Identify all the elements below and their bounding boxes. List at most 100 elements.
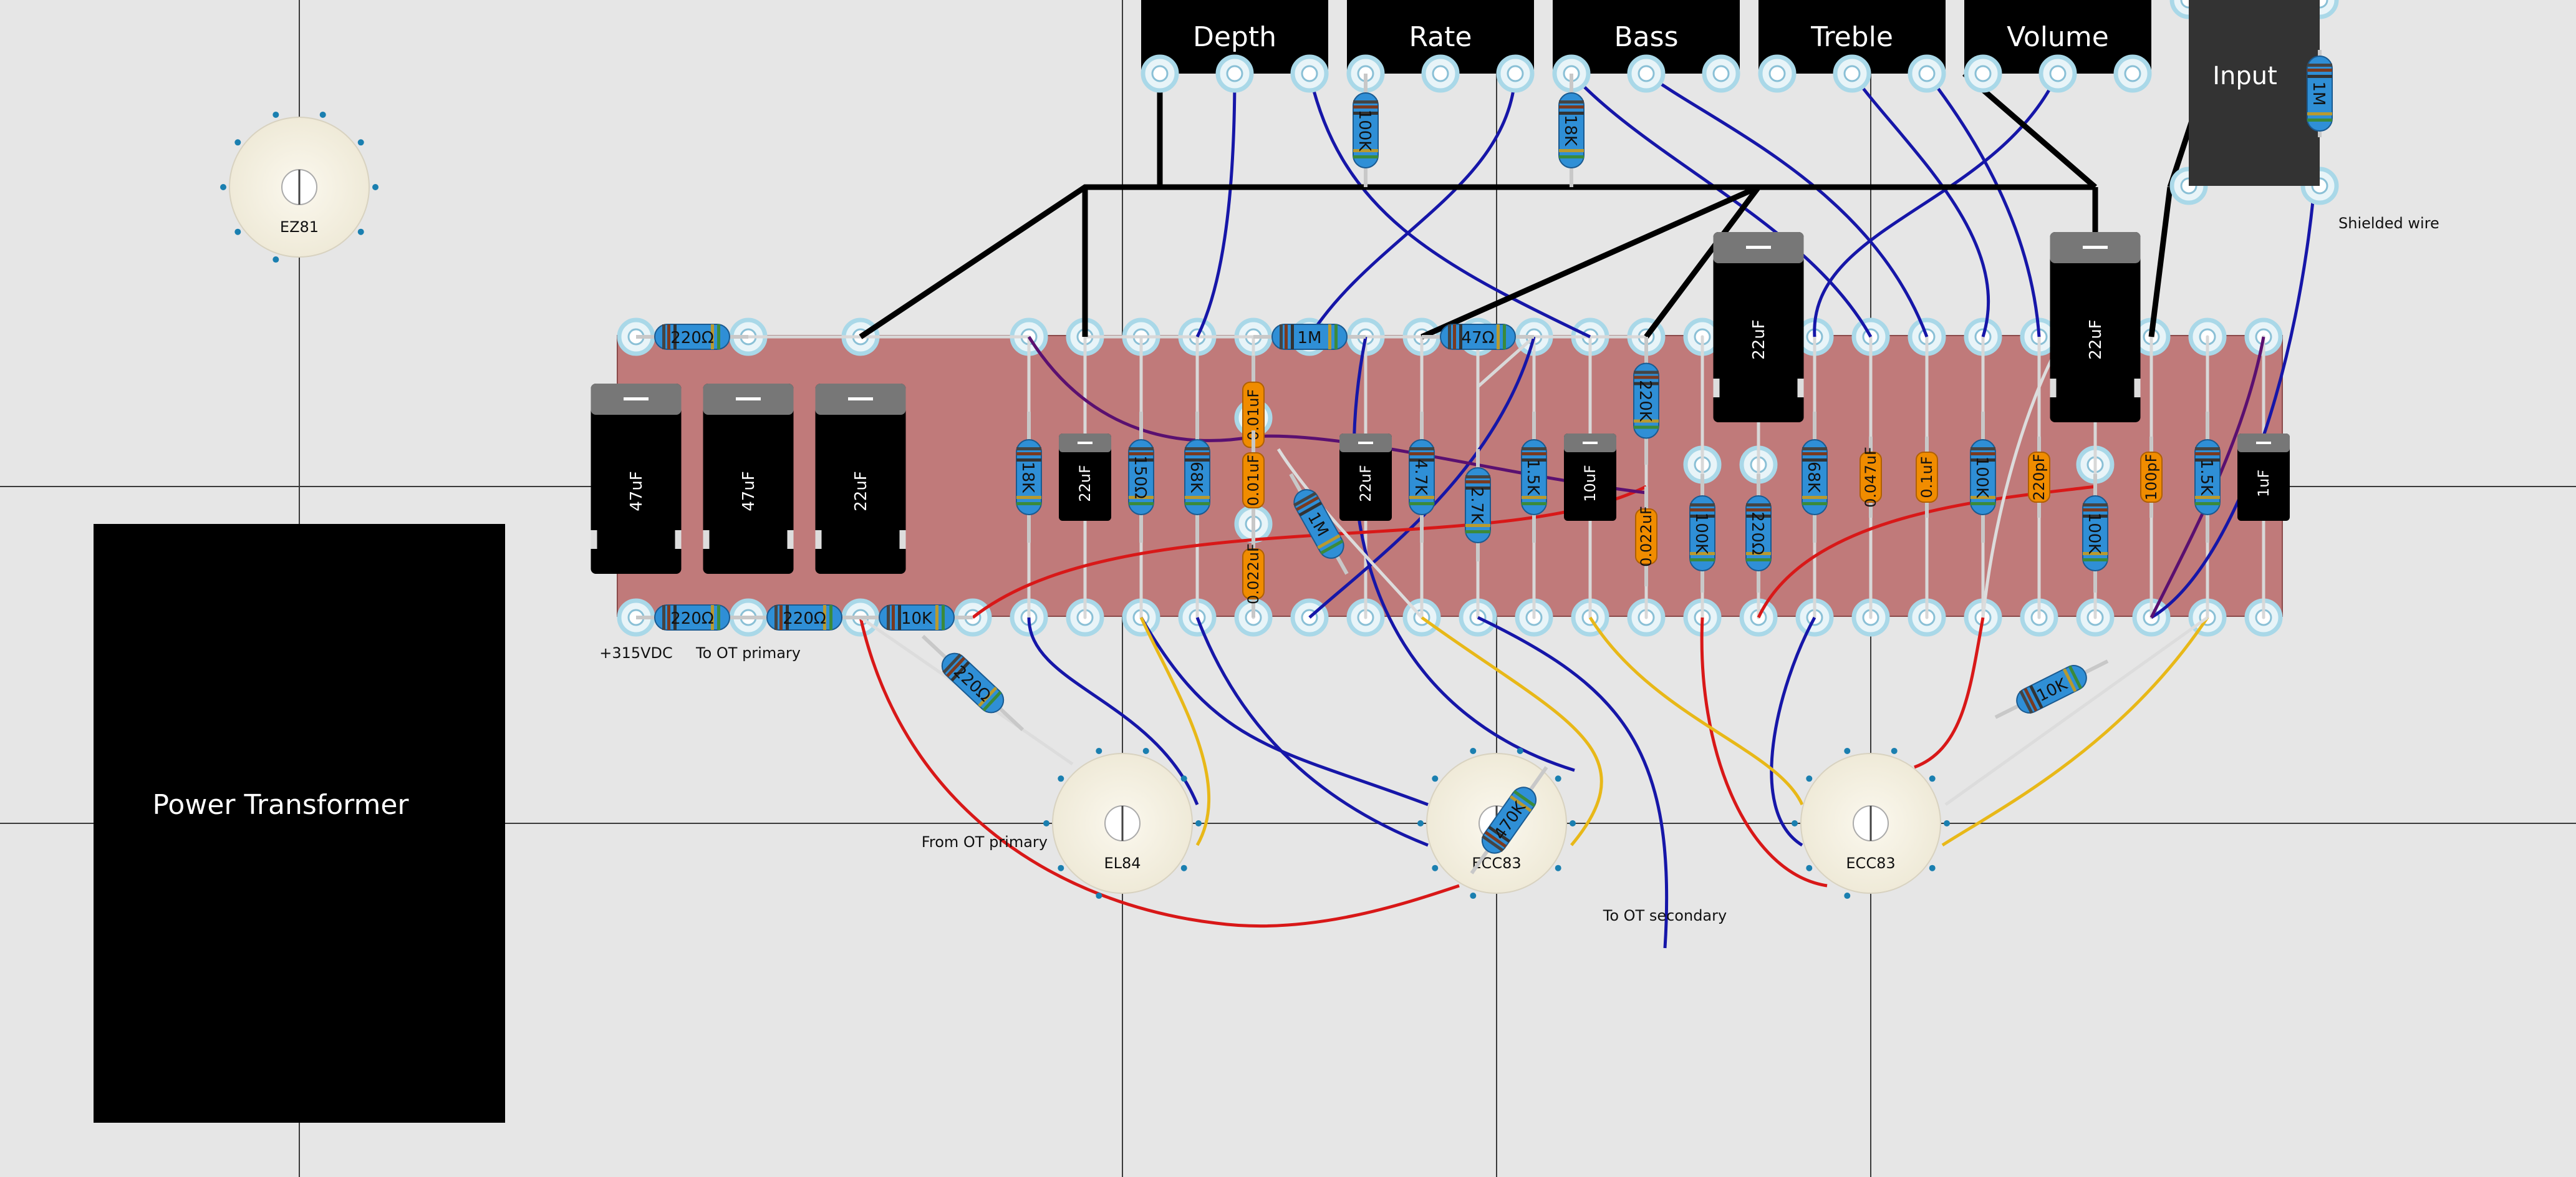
resistor-12: 68K bbox=[1184, 412, 1210, 543]
resistor-23: 220Ω bbox=[921, 634, 1025, 732]
resistor-value: 1M bbox=[2309, 82, 2328, 106]
pot-lug bbox=[1833, 54, 1871, 93]
cap-value: 22uF bbox=[1750, 319, 1768, 360]
cap-value: 0.01uF bbox=[1245, 455, 1262, 506]
note-shielded-wire: Shielded wire bbox=[2338, 215, 2439, 232]
cap-value: 22uF bbox=[1076, 465, 1094, 502]
tube-ez81-label: EZ81 bbox=[280, 218, 319, 236]
small-cap-2: 22uF bbox=[1339, 434, 1392, 521]
cap-value: 0.022uF bbox=[1245, 543, 1262, 604]
electrolytic-cap-2: 47uF bbox=[703, 384, 794, 574]
cap-value: 0.022uF bbox=[1638, 506, 1655, 567]
resistor-value: 220Ω bbox=[670, 609, 714, 628]
resistor-value: 100K bbox=[1972, 457, 1991, 499]
resistor-18: 220Ω bbox=[1745, 474, 1772, 593]
resistor-value: 68K bbox=[1187, 462, 1205, 493]
film-cap-8: 100pF bbox=[2140, 437, 2163, 518]
film-cap-4: 0.022uF bbox=[1635, 487, 1657, 586]
resistor-8: 18K bbox=[1016, 412, 1042, 543]
resistor-22: 1.5K bbox=[2194, 412, 2221, 543]
resistor-11: 150Ω bbox=[1128, 412, 1154, 543]
pot-bass[interactable]: Bass bbox=[1552, 0, 1740, 93]
resistor-value: 150Ω bbox=[1131, 455, 1149, 499]
film-cap-5: 0.047uF bbox=[1860, 437, 1882, 518]
tube-ez81: EZ81 bbox=[220, 111, 379, 263]
cap-value: 22uF bbox=[1357, 465, 1374, 502]
power-transformer-label: Power Transformer bbox=[152, 789, 409, 821]
input-resistor: 1M bbox=[2307, 50, 2333, 137]
pot-depth[interactable]: Depth bbox=[1141, 0, 1329, 93]
resistor-value: 2.7K bbox=[1467, 487, 1486, 524]
resistor-20: 100K bbox=[1970, 412, 1996, 543]
resistor-14: 2.7K bbox=[1465, 449, 1491, 561]
pot-volume-label: Volume bbox=[2007, 21, 2109, 53]
cap-value: 10uF bbox=[1581, 465, 1599, 502]
resistor-19: 68K bbox=[1802, 412, 1828, 543]
pot-rate[interactable]: Rate bbox=[1346, 0, 1535, 93]
resistor-7: 100K bbox=[1353, 74, 1379, 187]
tube-el84-label: EL84 bbox=[1104, 855, 1141, 872]
input-jack-label: Input bbox=[2212, 62, 2277, 90]
note-315vdc: +315VDC bbox=[599, 644, 673, 662]
resistor-5: 1M bbox=[1253, 324, 1366, 350]
resistor-1: 220Ω bbox=[636, 324, 748, 350]
resistor-9: 220K bbox=[1633, 337, 1659, 465]
small-cap-3: 10uF bbox=[1564, 434, 1616, 521]
resistor-3: 220Ω bbox=[748, 604, 861, 631]
film-cap-3: 0.022uF bbox=[1242, 530, 1265, 618]
electrolytic-cap-3: 22uF bbox=[815, 384, 906, 574]
cap-value: 47uF bbox=[627, 471, 646, 511]
resistor-value: 4.7K bbox=[1411, 459, 1430, 496]
resistor-value: 220K bbox=[1636, 380, 1654, 422]
pot-rate-label: Rate bbox=[1409, 21, 1472, 53]
resistors: 220Ω 220Ω 220Ω 10K 1M 47Ω 100K 18K 220K 18K 150Ω 68… bbox=[636, 50, 2333, 874]
resistor-13: 4.7K bbox=[1409, 412, 1435, 543]
pot-lug bbox=[1215, 54, 1254, 93]
resistor-25: 470K bbox=[1470, 766, 1548, 874]
resistor-4: 10K bbox=[861, 604, 973, 631]
cap-value: 22uF bbox=[2086, 319, 2105, 360]
electrolytic-caps-large: 47uF 47uF 22uF 22uF 22uF bbox=[591, 232, 2141, 574]
resistor-17: 100K bbox=[1689, 474, 1715, 593]
potentiometers: Depth Rate Bass Treble Volume bbox=[1141, 0, 2339, 205]
resistor-value: 47Ω bbox=[1462, 329, 1495, 347]
resistor-2: 220Ω bbox=[636, 604, 748, 631]
tube-ecc83-b: ECC83 bbox=[1792, 747, 1950, 899]
note-to-ot-primary: To OT primary bbox=[695, 644, 801, 662]
film-cap-6: 0.1uF bbox=[1916, 437, 1938, 518]
cap-value: 100pF bbox=[2143, 454, 2160, 501]
pot-lug bbox=[1421, 54, 1460, 93]
resistor-value: 68K bbox=[1804, 462, 1823, 493]
cap-value: 0.047uF bbox=[1862, 447, 1879, 508]
electrolytic-caps-small: 22uF 22uF 10uF 1uF bbox=[1059, 434, 2290, 521]
pot-lug bbox=[1496, 54, 1535, 93]
resistor-value: 10K bbox=[901, 609, 933, 628]
pot-treble[interactable]: Treble bbox=[1758, 0, 1946, 93]
resistor-value: 18K bbox=[1561, 115, 1580, 147]
pot-volume[interactable]: Volume bbox=[1964, 0, 2152, 93]
pot-lug bbox=[1627, 54, 1666, 93]
cap-value: 47uF bbox=[740, 471, 758, 511]
resistor-21: 100K bbox=[2082, 474, 2108, 593]
cap-value: 0.1uF bbox=[1918, 456, 1936, 498]
resistor-value: 1.5K bbox=[1523, 459, 1542, 496]
input-jack[interactable]: Input bbox=[2189, 0, 2320, 186]
pot-lug bbox=[1141, 54, 1179, 93]
wires-yellow bbox=[1139, 616, 2209, 847]
pot-treble-label: Treble bbox=[1810, 21, 1893, 53]
electrolytic-cap-5: 22uF bbox=[2050, 232, 2141, 422]
pot-bass-label: Bass bbox=[1614, 21, 1679, 53]
pot-lug bbox=[1290, 54, 1329, 93]
electrolytic-cap-4: 22uF bbox=[1713, 232, 1804, 422]
cap-value: 1uF bbox=[2255, 470, 2272, 497]
resistor-value: 220Ω bbox=[1748, 511, 1767, 555]
cap-value: 22uF bbox=[852, 471, 871, 511]
wires-blue bbox=[1027, 72, 2322, 949]
resistor-6: 47Ω bbox=[1422, 324, 1534, 350]
small-cap-4: 1uF bbox=[2237, 434, 2290, 521]
resistor-value: 100K bbox=[1355, 110, 1374, 152]
resistor-value: 18K bbox=[1018, 462, 1037, 493]
